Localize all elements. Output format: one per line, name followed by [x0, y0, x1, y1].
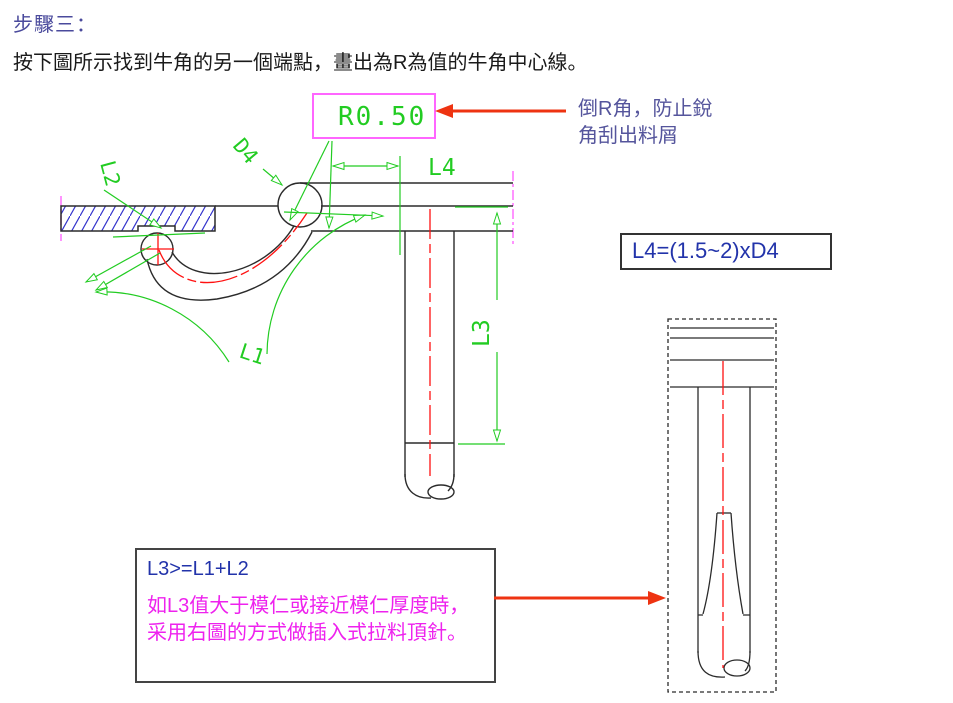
- horn-centerline: [158, 212, 308, 284]
- bore-bottom-round: [697, 650, 726, 678]
- insert-ball-end: [723, 659, 751, 677]
- l4-formula-box: L4=(1.5~2)xD4: [620, 233, 832, 270]
- r-fillet-box: R0.50: [312, 93, 436, 139]
- dim-label-l1: L1: [236, 339, 267, 370]
- insert-dashed-border: [667, 318, 777, 693]
- runner-end-circle: [277, 182, 323, 228]
- endpoint-leader: [283, 211, 385, 220]
- fillet-callout-line1: 倒R角，防止銳: [578, 98, 713, 120]
- mold-plate-hatched: [60, 205, 216, 232]
- d4-leader: [262, 168, 284, 187]
- note-arrow: [494, 591, 666, 605]
- l4-formula-text: L4=(1.5~2)xD4: [632, 238, 779, 263]
- center-crosshair: [142, 233, 174, 265]
- insert-pin-drawing: [667, 318, 777, 693]
- dim-label-l3: L3: [469, 319, 495, 347]
- l1-arc-right: [266, 214, 367, 355]
- dim-label-radius: R0.50: [338, 102, 426, 132]
- main-cad-drawing: L2 D4 L4 L3 L1 R0.50: [60, 93, 777, 693]
- red-centerlines: [142, 209, 431, 476]
- page-subtitle: 按下圖所示找到牛角的另一個端點，畫出為R為值的牛角中心線。: [13, 52, 588, 74]
- l1-arc-left: [94, 287, 230, 363]
- r-fillet-leader-b: [325, 140, 334, 230]
- l3-note-box: L3>=L1+L2 如L3值大于模仁或接近模仁厚度時，采用右圖的方式做插入式拉料…: [135, 548, 496, 683]
- page-title: 步驟三：: [13, 14, 97, 36]
- l1-ray-a: [94, 252, 161, 291]
- l2-extension: [112, 232, 206, 238]
- dim-label-l4: L4: [428, 155, 456, 181]
- dim-label-l2: L2: [95, 158, 125, 189]
- r-fillet-leader-a: [289, 140, 330, 222]
- dimension-labels: L2 D4 L4 L3 L1: [95, 134, 495, 370]
- l3-note-body: 如L3值大于模仁或接近模仁厚度時，采用右圖的方式做插入式拉料頂針。: [147, 595, 470, 644]
- taper-pin-left: [702, 512, 718, 615]
- horn-inner-curve: [171, 225, 295, 275]
- fillet-callout-note: 倒R角，防止銳 角刮出料屑: [578, 96, 712, 150]
- callout-arrow: [435, 104, 566, 118]
- l2-leader: [103, 189, 163, 229]
- runner-and-pin-outline: [140, 182, 513, 500]
- l3-formula-text: L3>=L1+L2: [147, 558, 249, 580]
- l1-ray-b: [84, 245, 152, 283]
- fillet-callout-line2: 角刮出料屑: [578, 125, 678, 147]
- dimension-lines: [84, 140, 508, 445]
- dim-label-d4: D4: [228, 134, 263, 169]
- horn-outer-curve: [146, 231, 313, 301]
- pin-ball-end: [427, 484, 455, 500]
- pin-bottom-round: [404, 473, 432, 499]
- taper-pin-right: [730, 512, 744, 615]
